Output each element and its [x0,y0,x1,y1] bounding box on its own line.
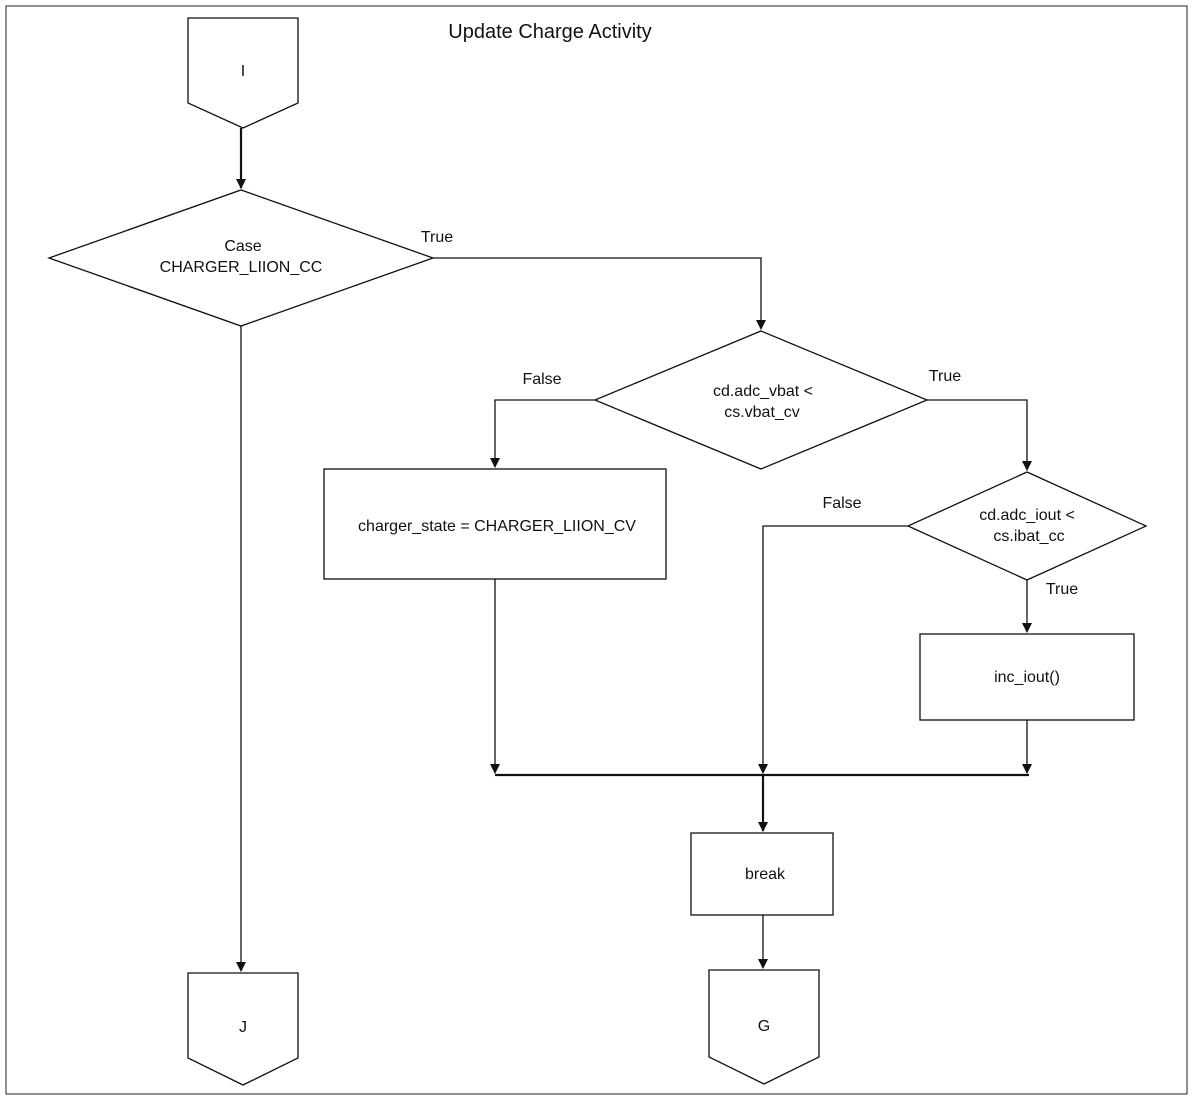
flow-iout-false-to-merge [758,525,908,774]
exit-connector-g [708,969,820,1085]
decision-vbat-line2: cs.vbat_cv [724,404,800,421]
process-break [690,832,834,916]
process-break-label: break [745,866,786,883]
edge-label-vbat-false: False [522,371,561,388]
edge-label-vbat-true: True [929,368,961,385]
decision-iout-line1: cd.adc_iout < [979,507,1075,524]
decision-case-charger-liion-cc [47,189,435,327]
start-connector [187,17,299,129]
exit-connector-j [187,972,299,1086]
decision-vbat-line1: cd.adc_vbat < [713,383,813,400]
flow-vbat-false-to-set-state [490,399,595,468]
process-inc-iout [919,633,1135,721]
decision-case-line2: CHARGER_LIION_CC [160,259,323,276]
start-connector-label: I [241,63,245,80]
flow-case-true-to-vbat [433,257,766,330]
diagram-title: Update Charge Activity [448,21,651,43]
diagram-frame [5,5,1188,1095]
edge-label-iout-false: False [822,495,861,512]
exit-connector-j-label: J [239,1019,247,1036]
decision-case-line1: Case [224,238,261,255]
edge-label-iout-true: True [1046,581,1078,598]
decision-iout-line2: cs.ibat_cc [993,528,1064,545]
process-set-charger-state-label: charger_state = CHARGER_LIION_CV [358,518,636,535]
decision-vbat [593,330,929,470]
process-inc-iout-label: inc_iout() [994,669,1060,686]
decision-iout [906,471,1148,581]
exit-connector-g-label: G [758,1018,770,1035]
edge-label-case-true: True [421,229,453,246]
flow-vbat-true-to-iout [927,399,1032,471]
